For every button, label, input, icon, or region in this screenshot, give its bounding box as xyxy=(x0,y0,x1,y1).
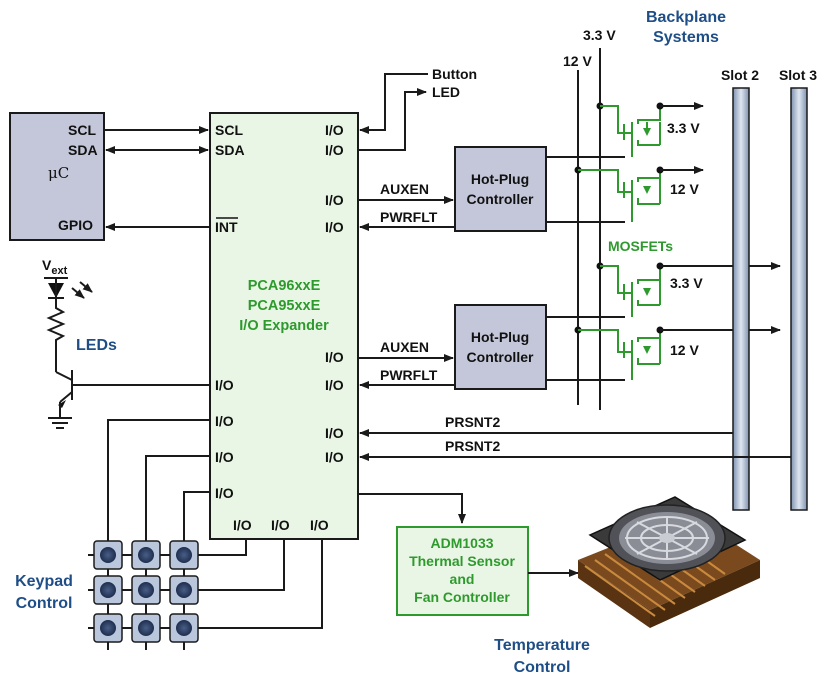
exp-io-r6: I/O xyxy=(325,377,344,393)
mosfet1-v33: 3.3 V xyxy=(667,120,700,136)
keypad-key[interactable] xyxy=(170,614,198,642)
hotplug1-line1: Hot-Plug xyxy=(471,171,529,187)
adm-line3: and xyxy=(450,571,475,587)
hotplug2-line1: Hot-Plug xyxy=(471,329,529,345)
uc-pin-sda: SDA xyxy=(68,142,98,158)
keypad-key[interactable] xyxy=(94,614,122,642)
adm-wire xyxy=(358,494,462,523)
led-circuit: Vext LEDs xyxy=(42,257,210,428)
mosfet2-v12: 12 V xyxy=(670,342,699,358)
temperature-label-2: Control xyxy=(514,659,571,676)
mosfet1-v12: 12 V xyxy=(670,181,699,197)
exp-io-r2: I/O xyxy=(325,142,344,158)
pwrflt1-label: PWRFLT xyxy=(380,209,438,225)
keypad-row3-wire xyxy=(88,539,322,628)
slot2-label: Slot 2 xyxy=(721,67,759,83)
exp-io-r1: I/O xyxy=(325,122,344,138)
keypad-label-1: Keypad xyxy=(15,573,73,590)
expander-title-2: PCA95xxE xyxy=(248,298,321,314)
microcontroller-block: SCL SDA μC GPIO xyxy=(10,113,104,240)
mosfet-group-1: 3.3 V 12 V xyxy=(575,103,704,223)
exp-io-l2: I/O xyxy=(215,413,234,429)
slot3-label: Slot 3 xyxy=(779,67,817,83)
io-expander-block: SCL SDA INT PCA96xxE PCA95xxE I/O Expand… xyxy=(210,113,358,539)
uc-label: μC xyxy=(48,164,69,182)
keypad-key[interactable] xyxy=(132,541,160,569)
keypad xyxy=(94,541,198,642)
backplane-title-1: Backplane xyxy=(646,9,726,26)
expander-title-3: I/O Expander xyxy=(239,318,329,334)
mosfets-label: MOSFETs xyxy=(608,238,673,254)
prsnt2-label-2: PRSNT2 xyxy=(445,438,500,454)
auxen1-label: AUXEN xyxy=(380,181,429,197)
uc-pin-gpio: GPIO xyxy=(58,217,93,233)
hotplug-controller-1: Hot-Plug Controller xyxy=(455,147,546,231)
uc-pin-scl: SCL xyxy=(68,122,96,138)
exp-io-l1: I/O xyxy=(215,377,234,393)
keypad-key[interactable] xyxy=(170,541,198,569)
exp-pin-int: INT xyxy=(215,219,238,235)
temperature-label-1: Temperature xyxy=(494,637,590,654)
exp-pin-scl: SCL xyxy=(215,122,243,138)
mosfet2-v33: 3.3 V xyxy=(670,275,703,291)
exp-io-r7: I/O xyxy=(325,425,344,441)
hotplug2-line2: Controller xyxy=(467,349,534,365)
fan-heatsink-image xyxy=(578,497,760,628)
vext-label: Vext xyxy=(42,257,68,277)
keypad-key[interactable] xyxy=(94,576,122,604)
exp-io-b3: I/O xyxy=(310,517,329,533)
exp-io-b1: I/O xyxy=(233,517,252,533)
led-label: LED xyxy=(432,84,460,100)
exp-io-r5: I/O xyxy=(325,349,344,365)
exp-pin-sda: SDA xyxy=(215,142,245,158)
expander-title-1: PCA96xxE xyxy=(248,278,321,294)
auxen2-label: AUXEN xyxy=(380,339,429,355)
slot3-connector xyxy=(791,88,807,510)
keypad-key[interactable] xyxy=(132,614,160,642)
adm-line1: ADM1033 xyxy=(430,535,493,551)
slot2-connector xyxy=(733,88,749,510)
exp-io-l3: I/O xyxy=(215,449,234,465)
adm-line2: Thermal Sensor xyxy=(409,553,515,569)
keypad-key[interactable] xyxy=(94,541,122,569)
prsnt2-label-1: PRSNT2 xyxy=(445,414,500,430)
exp-io-b2: I/O xyxy=(271,517,290,533)
exp-io-l4: I/O xyxy=(215,485,234,501)
keypad-label-2: Control xyxy=(16,595,73,612)
rail-12v-label: 12 V xyxy=(563,53,592,69)
button-wire xyxy=(360,74,428,130)
exp-io-r8: I/O xyxy=(325,449,344,465)
adm-line4: Fan Controller xyxy=(414,589,510,605)
exp-io-r4: I/O xyxy=(325,219,344,235)
button-label: Button xyxy=(432,66,477,82)
adm1033-block: ADM1033 Thermal Sensor and Fan Controlle… xyxy=(397,527,528,615)
exp-io-r3: I/O xyxy=(325,192,344,208)
backplane-title-2: Systems xyxy=(653,29,719,46)
rail-3v3-label: 3.3 V xyxy=(583,27,616,43)
leds-label: LEDs xyxy=(76,337,117,354)
keypad-key[interactable] xyxy=(170,576,198,604)
keypad-key[interactable] xyxy=(132,576,160,604)
hotplug-controller-2: Hot-Plug Controller xyxy=(455,305,546,389)
hotplug1-line2: Controller xyxy=(467,191,534,207)
pwrflt2-label: PWRFLT xyxy=(380,367,438,383)
led-wire xyxy=(358,92,426,150)
